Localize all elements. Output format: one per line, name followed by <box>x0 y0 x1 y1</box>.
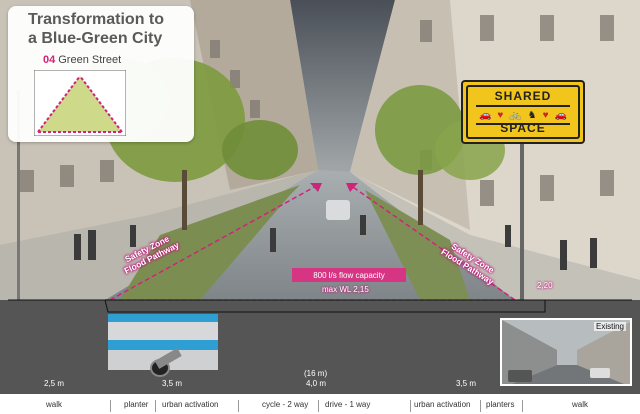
width-planters-right: 3,5 m <box>456 379 477 388</box>
flow-capacity-label: 800 l/s flow capacity <box>292 268 406 282</box>
bicycle-icon: 🚲 <box>509 109 522 121</box>
width-road: 4,0 m <box>306 379 327 388</box>
shared-space-sign: SHARED 🚗 ♥ 🚲 ♞ ♥ 🚗 SPACE <box>461 80 585 144</box>
page-title: Transformation to a Blue-Green City <box>28 11 165 47</box>
arrowhead-left <box>310 183 322 192</box>
arrowhead-right <box>346 183 358 192</box>
left-planter <box>120 185 300 300</box>
max-water-level-label: max WL 2,15 <box>322 285 369 294</box>
sign-icons: 🚗 ♥ 🚲 ♞ ♥ 🚗 <box>476 105 570 125</box>
people <box>74 215 597 270</box>
legend-urban-activation-left: urban activation <box>162 400 219 409</box>
legend-walk: walk <box>46 400 63 409</box>
car-icon: 🚗 <box>554 109 567 121</box>
section-outline <box>8 299 632 313</box>
heart-icon: ♥ <box>542 109 549 121</box>
perspective-guide-right <box>349 184 516 301</box>
sign-pole <box>520 140 524 300</box>
existing-label: Existing <box>593 322 626 331</box>
existing-street-photo: Existing <box>500 318 632 386</box>
sign-top-text: SHARED <box>494 89 552 103</box>
sign-bottom-text: SPACE <box>500 121 546 135</box>
planter-gravel <box>108 322 218 340</box>
car-icon: 🚗 <box>478 109 492 121</box>
lamp-pole <box>17 90 20 300</box>
legend-walk-right: walk <box>572 400 589 409</box>
legend-urban-activation-right: urban activation <box>414 400 471 409</box>
subtitle-number: 04 <box>43 54 56 66</box>
heart-icon: ♥ <box>497 109 504 121</box>
subtitle-text: Green Street <box>58 54 122 66</box>
width-planter: 3,5 m <box>162 379 183 388</box>
legend-drive: drive - 1 way <box>325 400 371 409</box>
car <box>326 200 350 220</box>
depth-label: 2,20 <box>537 281 553 290</box>
pedestrian-icon: ♞ <box>527 109 537 121</box>
zone-legend: walk planter urban activation cycle - 2 … <box>0 394 640 414</box>
right-sidewalk <box>350 172 640 300</box>
legend-planters: planters <box>486 400 515 409</box>
left-sidewalk <box>0 170 318 300</box>
legend-planter: planter <box>124 400 149 409</box>
section-thumbnail <box>34 70 126 136</box>
drain-tube <box>154 348 182 369</box>
right-planter <box>365 190 470 300</box>
legend-cycle: cycle - 2 way <box>262 400 309 409</box>
width-walk: 2,5 m <box>44 379 65 388</box>
total-width-label: (16 m) <box>304 369 328 378</box>
